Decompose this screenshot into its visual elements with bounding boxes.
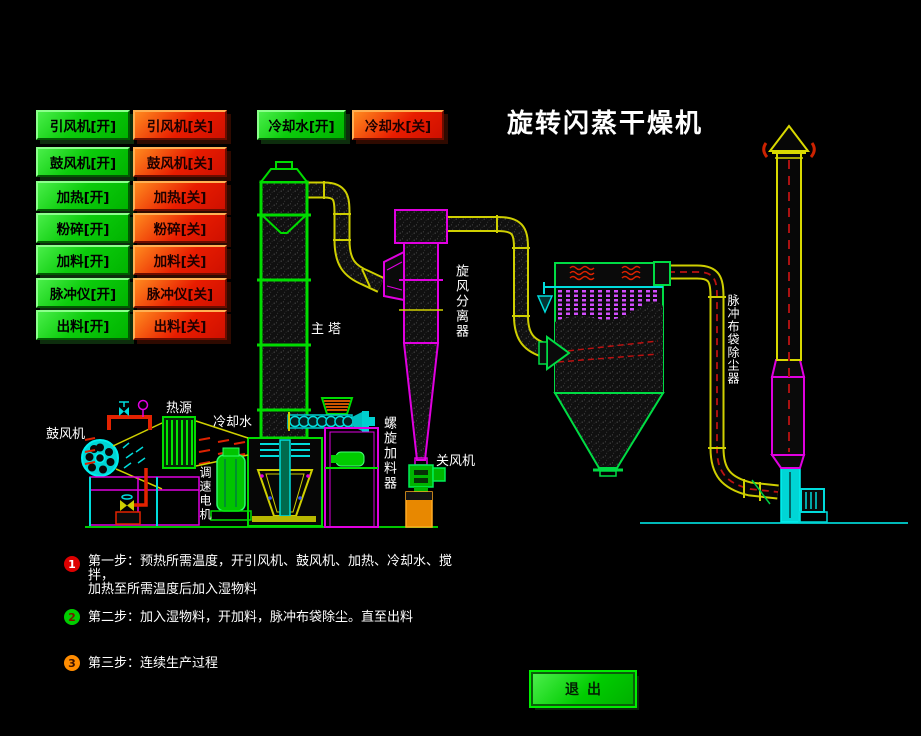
step2-text: 第二步：加入湿物料，开加料，脉冲布袋除尘。直至出料 [88,611,488,625]
blower-on-button[interactable]: 鼓风机[开] [36,147,130,177]
blower-fan [81,439,119,477]
top-red-pipe-and-valve [107,399,152,430]
duct-tower-to-cyclone [306,181,385,293]
label-rotary-valve: 关风机 [436,454,476,469]
label-heat-source: 热源 [166,401,193,416]
cyclone-separator-body [383,209,448,461]
label-screw-feeder: 螺旋加料器 [381,416,396,491]
heating-on-button[interactable]: 加热[开] [36,181,130,211]
pulse-off-button[interactable]: 脉冲仪[关] [133,278,227,308]
exit-button[interactable]: 退出 [529,670,637,708]
blower-off-button[interactable]: 鼓风机[关] [133,147,227,177]
tower-base-agitator [247,437,323,527]
speed-motor-body [210,447,252,521]
duct-cyclone-to-bagfilter [447,215,560,362]
feeding-on-button[interactable]: 加料[开] [36,245,130,275]
duct-bagfilter-to-fan [668,264,779,505]
discharge-on-button[interactable]: 出料[开] [36,310,130,340]
bag-filter-body [536,261,671,477]
crusher-on-button[interactable]: 粉碎[开] [36,213,130,243]
discharge-off-button[interactable]: 出料[关] [133,310,227,340]
feeding-off-button[interactable]: 加料[关] [133,245,227,275]
label-blower: 鼓风机 [46,427,86,442]
pulse-on-button[interactable]: 脉冲仪[开] [36,278,130,308]
heat-source-exchanger [162,416,196,469]
induced-draft-fan [780,467,828,523]
induced-fan-on-button[interactable]: 引风机[开] [36,110,130,140]
label-main-tower: 主塔 [311,322,346,337]
blower-outlet-duct [112,422,163,490]
label-speed-motor: 调速电机 [198,466,212,522]
step1-line1: 第一步：预热所需温度，开引风机、鼓风机、加热、冷却水、搅拌， [88,554,453,583]
heating-off-button[interactable]: 加热[关] [133,181,227,211]
step3-text: 第三步：连续生产过程 [88,657,488,671]
step2-line1: 第二步：加入湿物料，开加料，脉冲布袋除尘。直至出料 [88,610,414,625]
step3-badge: 3 [64,655,80,671]
rotary-valve-discharge [405,457,446,528]
page-title: 旋转闪蒸干燥机 [507,109,704,139]
step2-badge: 2 [64,609,80,625]
induced-fan-off-button[interactable]: 引风机[关] [133,110,227,140]
screw-feeder-unit [287,397,379,528]
label-cooling-water: 冷却水 [213,415,253,430]
label-cyclone: 旋风分离器 [453,264,468,339]
step1-line2: 加热至所需温度后加入湿物料 [88,582,258,597]
cooling-water-on-button[interactable]: 冷却水[开] [257,110,346,140]
step3-line1: 第三步：连续生产过程 [88,656,219,671]
step1-text: 第一步：预热所需温度，开引风机、鼓风机、加热、冷却水、搅拌， 加热至所需温度后加… [88,555,462,597]
exhaust-chimney [762,124,816,452]
label-bag-filter: 脉冲布袋除尘器 [726,294,740,385]
step1-badge: 1 [64,556,80,572]
main-tower [257,161,311,440]
left-support-frame [89,468,200,526]
cooling-water-off-button[interactable]: 冷却水[关] [352,110,444,140]
crusher-off-button[interactable]: 粉碎[关] [133,213,227,243]
